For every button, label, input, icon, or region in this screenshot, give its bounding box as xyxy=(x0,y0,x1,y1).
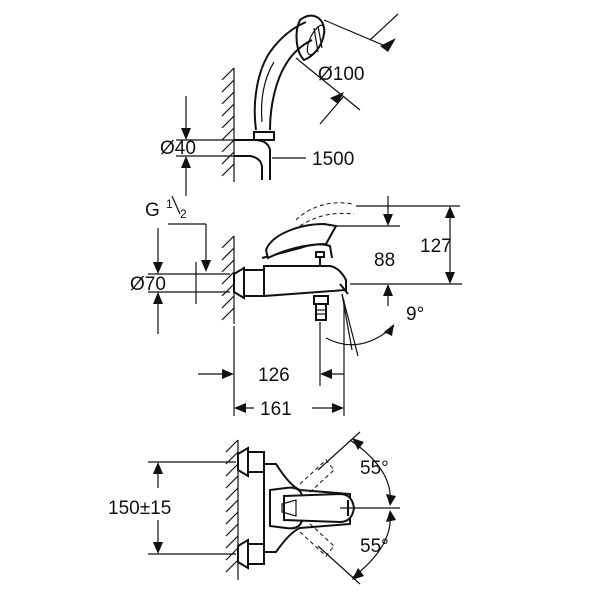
spout-height-label: 88 xyxy=(374,250,395,271)
projection-126-label: 126 xyxy=(258,365,290,386)
lever-angle-top-label: 55° xyxy=(360,458,389,479)
mixer-body-front xyxy=(263,459,356,557)
lever-angle-bottom-label: 55° xyxy=(360,536,389,557)
dim-spout-angle: 9° xyxy=(325,293,424,357)
holder-diameter-label: Ø40 xyxy=(160,138,196,159)
handshower-view: Ø100 Ø40 1500 xyxy=(160,13,399,196)
wall-hatch-bottom xyxy=(225,439,239,580)
dim-holder-diameter: Ø40 xyxy=(160,96,250,196)
dim-thread: G 1 2 xyxy=(145,195,211,272)
mixer-body xyxy=(261,202,355,321)
thread-g-label: G xyxy=(145,200,160,221)
wall-connector xyxy=(233,266,265,300)
wall-holder xyxy=(234,131,275,180)
flange-diameter-label: Ø70 xyxy=(130,274,166,295)
spout-angle-label: 9° xyxy=(406,304,424,325)
thread-den-label: 2 xyxy=(180,207,187,221)
handshower xyxy=(253,14,326,131)
dim-heights: 88 127 xyxy=(336,196,462,306)
dim-handshower-diameter: Ø100 xyxy=(295,13,399,125)
connector-lower xyxy=(237,538,265,570)
front-view: 55° 55° 150±15 xyxy=(108,431,400,585)
projection-161-label: 161 xyxy=(260,399,292,420)
dim-projections: 126 161 xyxy=(198,300,345,420)
hose-length-label: 1500 xyxy=(312,149,354,170)
dim-hose-length: 1500 xyxy=(272,149,354,170)
handshower-diameter-label: Ø100 xyxy=(318,64,364,85)
dim-flange-diameter: Ø70 xyxy=(130,228,230,334)
centers-label: 150±15 xyxy=(108,498,171,519)
wall-hatch-top xyxy=(221,67,235,182)
dim-centers: 150±15 xyxy=(108,461,236,555)
thread-num-label: 1 xyxy=(166,197,173,211)
side-view: G 1 2 Ø70 8 xyxy=(130,195,462,420)
total-height-label: 127 xyxy=(420,236,452,257)
wall-hatch-middle xyxy=(221,235,235,324)
connector-upper xyxy=(237,446,265,478)
dim-lever-angles: 55° 55° xyxy=(317,431,400,585)
